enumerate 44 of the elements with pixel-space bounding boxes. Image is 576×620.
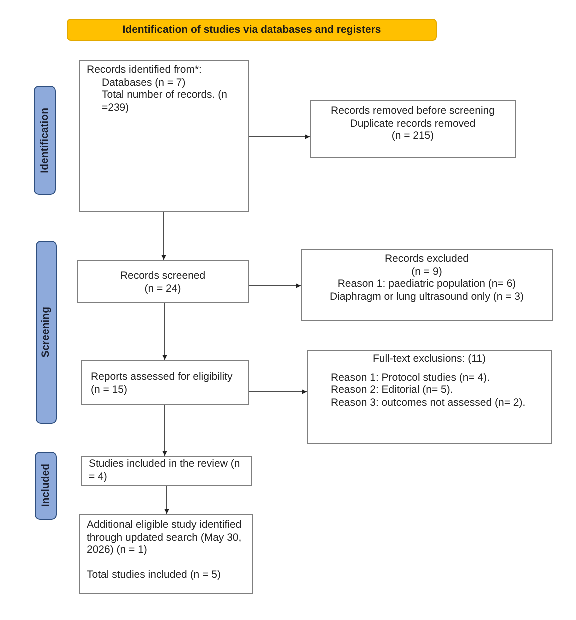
box-text: Additional eligible study identified through updated search (May 30, 2026) (n = 1) [87,519,243,556]
flow-box [301,249,553,321]
arrow [248,134,310,140]
phase-label: Identification [38,108,52,174]
box-text: Total studies included (n = 5) [87,568,222,581]
box-text: Studies included in the review (n = 4) [89,458,242,483]
phase-label-band [34,86,56,195]
header-text: Identification of studies via databases and registers [122,24,382,36]
box-text: (n = 24) [144,282,182,295]
box-text: Records screened [119,270,207,282]
flow-box [81,456,252,486]
box-text: Total number of records. (n =239) [101,89,228,114]
arrow [162,404,168,456]
flow-box [79,60,249,212]
box-text: Reports assessed for eligibility [91,371,234,384]
box-text: Databases (n = 7) [101,76,187,89]
arrow [164,486,170,514]
box-text: Reason 2: Editorial (n= 5). [330,384,454,396]
phase-label-band [35,452,57,520]
box-text: Full-text exclusions: (11) [372,353,487,366]
box-text: Records removed before screening [330,105,496,118]
box-text: Reason 3: outcomes not assessed (n= 2). [330,396,527,409]
phase-label-band [36,241,57,424]
flow-box [79,514,253,594]
arrow [248,390,308,394]
box-text: Reason 1: paediatric population (n= 6) [336,278,518,290]
box-text: Records identified from*: [86,64,203,76]
box-text: Diaphragm or lung ultrasound only (n = 3) [328,290,526,303]
flow-box [81,360,249,405]
box-text: Records excluded [384,253,470,266]
box-text: (n = 9) [410,266,444,278]
box-text: Duplicate records removed [349,118,477,130]
phase-label: Included [40,464,52,508]
flow-box [77,260,249,303]
section-header-bar [67,19,437,41]
arrow [162,302,168,360]
phase-label: Screening [40,307,53,358]
box-text: (n = 15) [91,384,128,396]
box-text: Reason 1: Protocol studies (n= 4). [330,372,492,384]
arrow [248,284,302,288]
arrow [162,212,166,260]
flow-box [307,350,552,444]
flow-box [310,100,516,158]
box-text: (n = 215) [390,130,436,142]
